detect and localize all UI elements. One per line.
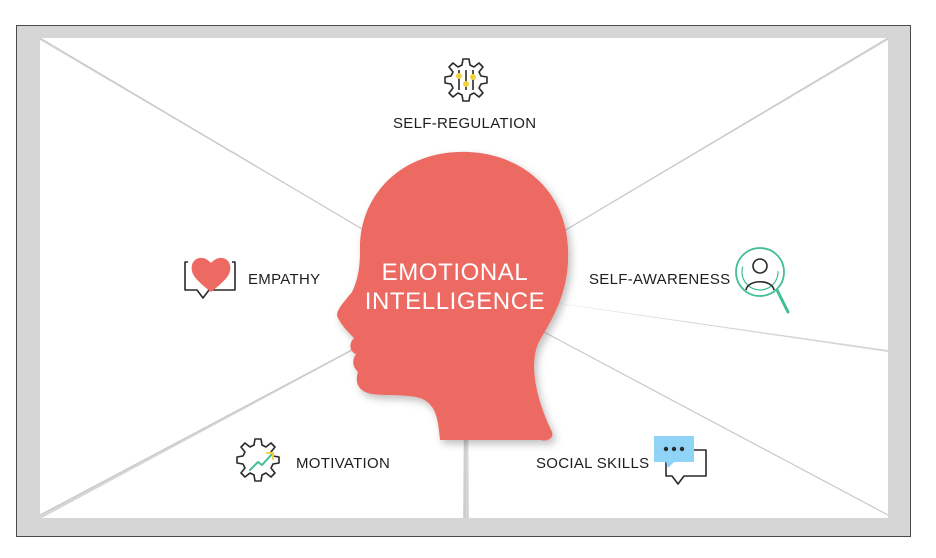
label-self-regulation: SELF-REGULATION	[393, 115, 537, 132]
label-social-skills: SOCIAL SKILLS	[536, 455, 650, 472]
label-motivation: MOTIVATION	[296, 455, 391, 472]
heart-speech-icon	[184, 257, 236, 299]
label-empathy: EMPATHY	[248, 271, 321, 288]
label-self-awareness: SELF-AWARENESS	[589, 271, 731, 288]
gear-sliders-icon	[444, 58, 488, 102]
panel-left	[40, 40, 465, 515]
panel-right-top	[465, 40, 888, 350]
title-line-1: EMOTIONAL	[381, 259, 529, 286]
central-title: EMOTIONAL INTELLIGENCE	[340, 258, 570, 316]
gear-growth-icon	[236, 438, 280, 482]
user-magnifier-icon	[735, 247, 790, 314]
head-silhouette	[337, 151, 569, 441]
chat-bubbles-icon	[654, 436, 707, 485]
title-line-2: INTELLIGENCE	[364, 288, 546, 315]
